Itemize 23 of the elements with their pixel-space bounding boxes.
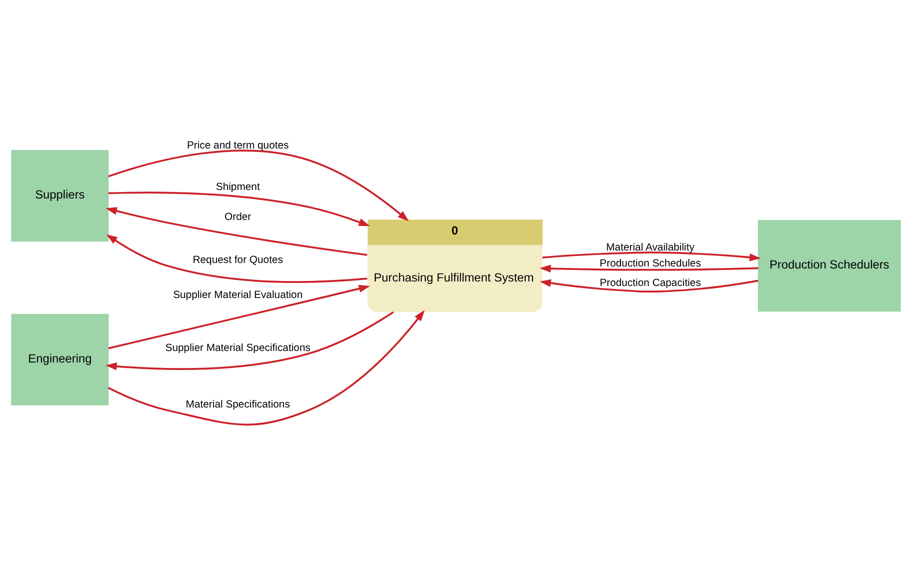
node-box: Suppliers <box>11 150 109 242</box>
edge-label: Material Specifications <box>186 398 290 410</box>
arrow <box>540 278 758 292</box>
edge-label: Production Schedules <box>600 258 701 270</box>
arrow <box>106 234 368 282</box>
arrow <box>108 191 370 226</box>
edge-label: Supplier Material Evaluation <box>173 289 303 300</box>
arrow <box>542 251 761 261</box>
edge-label: Request for Quotes <box>192 254 283 266</box>
arrow <box>540 264 758 272</box>
edge-label: Shipment <box>216 182 260 193</box>
arrow <box>108 284 370 349</box>
edge-label: Order <box>224 211 252 222</box>
edge-label: Production Capacities <box>600 278 701 289</box>
arrow <box>106 206 368 256</box>
arrow <box>108 149 409 221</box>
edge-label: Supplier Material Specifications <box>165 342 310 354</box>
arrow <box>106 310 394 370</box>
edge-label: Material Availability <box>606 242 694 253</box>
node-box: Production Schedulers <box>758 220 901 312</box>
arrow <box>108 310 425 425</box>
node-box: Engineering <box>11 313 109 405</box>
edge-label: Price and term quotes <box>186 140 289 151</box>
